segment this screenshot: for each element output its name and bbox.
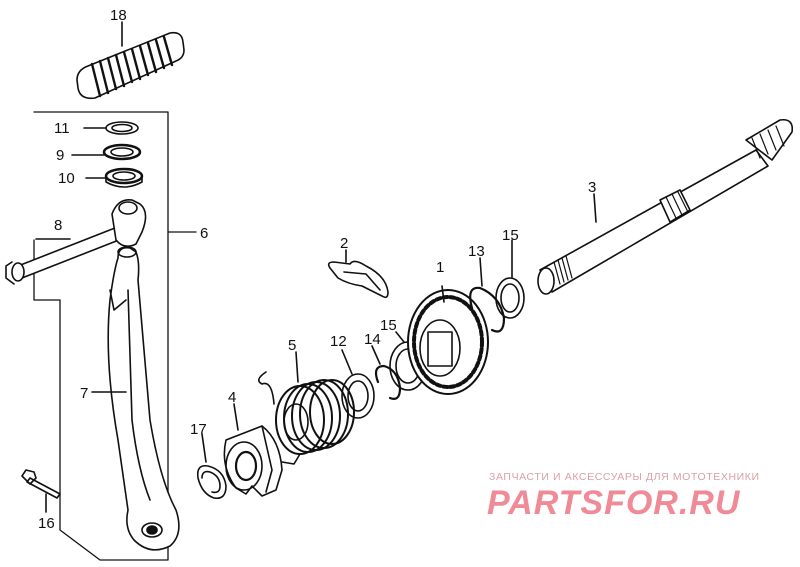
label-11: 11 [54,120,70,137]
label-6: 6 [200,225,208,242]
label-9: 9 [56,147,64,164]
label-10: 10 [58,170,75,187]
part-9-seal [71,143,142,161]
part-6-assembly-outline [33,111,169,561]
part-18-kick-grip [76,21,185,100]
part-11-washer [83,121,139,135]
part-17-circlip [196,433,227,500]
label-5: 5 [288,337,296,354]
label-15-upper: 15 [502,227,519,244]
part-14-circlip [371,345,402,400]
part-labels: 18 11 9 10 8 6 7 16 17 4 5 12 14 15 1 2 … [38,7,596,532]
label-1: 1 [436,259,444,276]
part-1-kick-gear [407,285,489,395]
label-3: 3 [588,179,596,196]
part-8-pinch-bolt [5,198,147,285]
part-5-spring [258,351,355,465]
label-14: 14 [364,331,381,348]
label-4: 4 [228,389,236,406]
label-13: 13 [468,243,485,260]
part-4-ratchet [223,403,283,497]
label-17: 17 [190,421,207,438]
part-15-washer-upper [495,239,525,319]
label-7: 7 [80,385,88,402]
label-2: 2 [340,235,348,252]
label-12: 12 [330,333,347,350]
part-2-clip [327,249,389,299]
part-10-seal [85,167,144,188]
label-18: 18 [110,7,127,24]
label-16: 16 [38,515,55,532]
watermark-tagline: ЗАПЧАСТИ И АКСЕССУАРЫ ДЛЯ МОТОТЕХНИКИ [489,471,760,483]
part-7-kick-arm [91,246,180,551]
part-3-spindle [537,118,794,295]
label-8: 8 [54,217,62,234]
label-15-lower: 15 [380,317,397,334]
part-12-washer [341,349,375,419]
watermark-logo: PARTSFOR.RU [487,484,741,522]
part-16-bolt [21,469,61,513]
